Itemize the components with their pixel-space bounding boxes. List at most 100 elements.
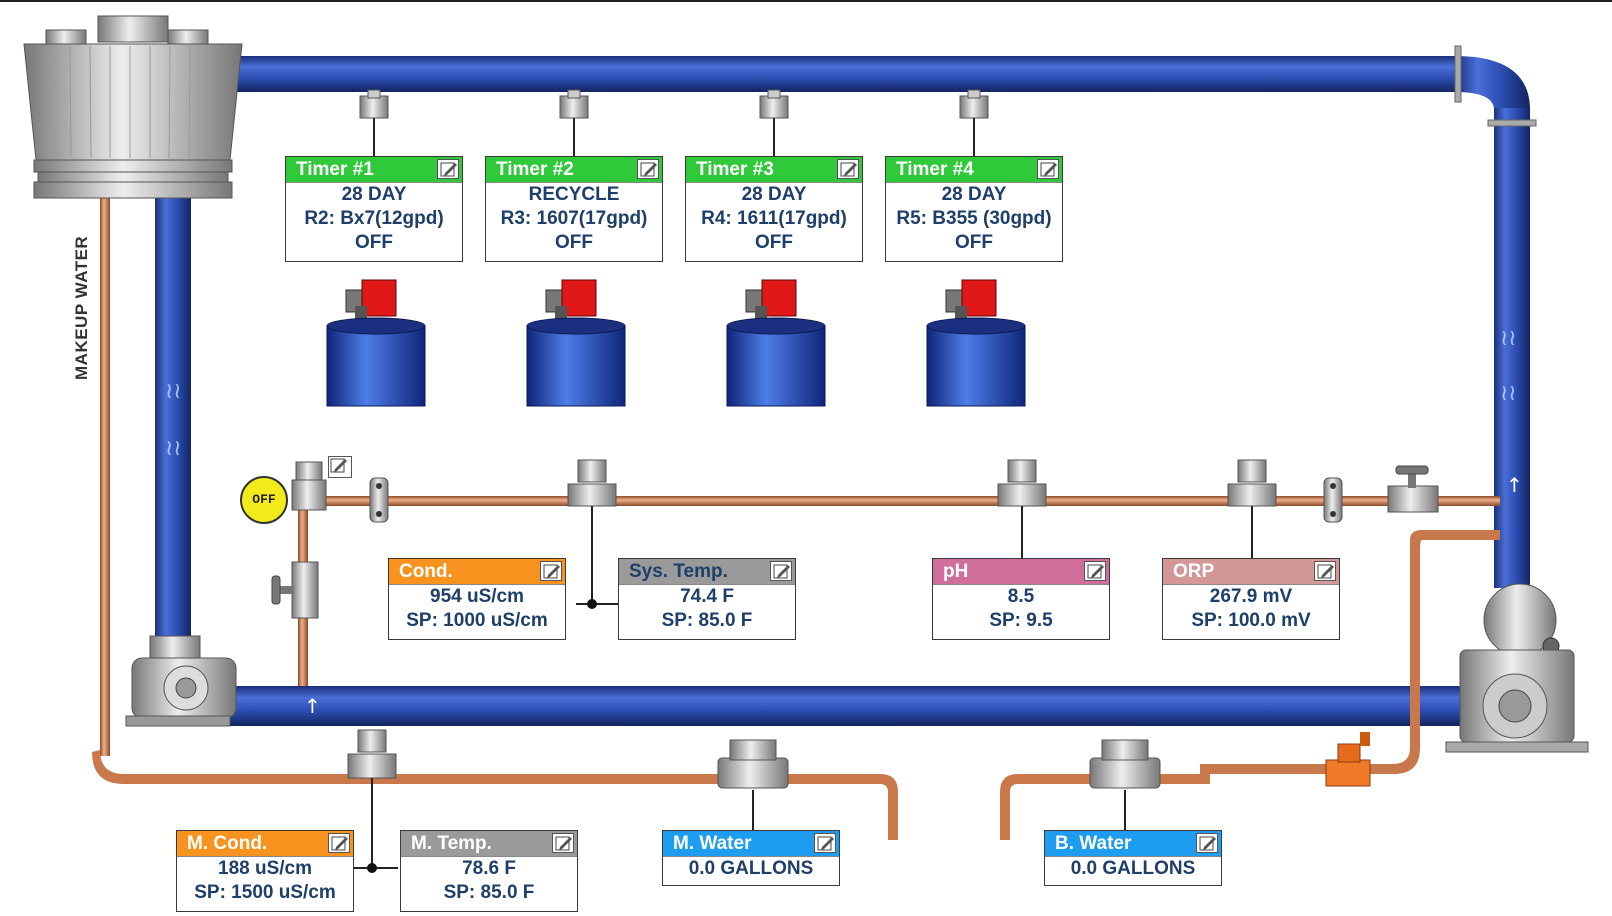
m-temp-panel: M. Temp. 78.6 F SP: 85.0 F [400,830,578,912]
makeup-water-label: MAKEUP WATER [66,200,96,380]
sensor-probe [1227,459,1277,566]
recirculation-pump [125,635,237,727]
injection-quill [559,89,589,158]
chemical-tank [726,317,826,407]
flow-wave-icon: ≀≀ [1500,326,1517,351]
hand-valve [1387,465,1439,513]
flow-wave-icon: ≀≀ [165,436,182,461]
edit-icon[interactable] [814,833,836,853]
cond-title: Cond. [399,561,453,582]
cond-header: Cond. [389,559,565,585]
injection-quill [959,89,989,158]
makeup-pipe [92,196,898,840]
sys-temp-title: Sys. Temp. [629,561,728,582]
edit-icon[interactable] [1084,561,1106,581]
pipe-clamp-icon [369,477,389,523]
injection-quill [359,89,389,158]
flow-arrow-icon: ↑ [1506,473,1523,497]
ph-setpoint: SP: 9.5 [989,610,1053,631]
orp-setpoint: SP: 100.0 mV [1191,610,1311,631]
timer-state: OFF [555,232,593,253]
edit-icon[interactable] [437,159,459,179]
orp-value: 267.9 mV [1209,586,1293,607]
sys-temp-value: 74.4 F [680,586,734,607]
edit-icon[interactable] [637,159,659,179]
timer-relay: R5: B355 (30gpd) [896,208,1052,229]
chemical-pump [545,279,597,320]
timer-title: Timer #2 [496,159,574,180]
makeup-water-text: MAKEUP WATER [72,235,91,380]
m-water-header: M. Water [663,831,839,857]
timer-mode: RECYCLE [528,184,620,205]
chemical-tank [526,317,626,407]
sys-temp-setpoint: SP: 85.0 F [661,610,753,631]
timer-state: OFF [955,232,993,253]
m-temp-value: 78.6 F [462,858,516,879]
sensor-probe [567,459,618,609]
m-water-panel: M. Water 0.0 GALLONS [662,830,840,886]
timer-relay: R4: 1611(17gpd) [701,208,847,229]
m-water-value: 0.0 GALLONS [688,858,814,879]
timer-header: Timer #4 [886,157,1062,183]
hand-valve [271,561,319,619]
edit-icon[interactable] [328,833,350,853]
edit-icon[interactable] [1196,833,1218,853]
edit-icon[interactable] [837,159,859,179]
timer-mode: 28 DAY [741,184,807,205]
edit-icon[interactable] [1314,561,1336,581]
sys-temp-header: Sys. Temp. [619,559,795,585]
flow-wave-icon: ≀≀ [165,379,182,404]
flow-meter-icon [1089,739,1161,832]
pipe-clamp-icon [1323,477,1343,523]
edit-icon[interactable] [1037,159,1059,179]
timer-title: Timer #1 [296,159,374,180]
timer-header: Timer #2 [486,157,662,183]
solenoid-valve [291,461,327,511]
edit-icon[interactable] [540,561,562,581]
m-cond-value: 188 uS/cm [218,858,312,879]
blowdown-valve [1325,732,1371,787]
timer-panel-2: Timer #2 RECYCLE R3: 1607(17gpd) OFF [485,156,663,262]
flow-wave-icon: ≀≀ [1500,381,1517,406]
recirculation-pump [1445,583,1589,753]
return-pipe [230,45,1537,588]
cond-setpoint: SP: 1000 uS/cm [406,610,548,631]
chemical-pump [945,279,997,320]
orp-header: ORP [1163,559,1339,585]
b-water-panel: B. Water 0.0 GALLONS [1044,830,1222,886]
b-water-title: B. Water [1055,833,1132,854]
timer-header: Timer #3 [686,157,862,183]
edit-icon[interactable] [552,833,574,853]
edit-icon[interactable] [770,561,792,581]
m-temp-setpoint: SP: 85.0 F [443,882,535,903]
off-button[interactable]: OFF [240,476,288,524]
m-cond-setpoint: SP: 1500 uS/cm [194,882,336,903]
timer-state: OFF [755,232,793,253]
cond-value: 954 uS/cm [430,586,524,607]
orp-title: ORP [1173,561,1215,582]
timer-mode: 28 DAY [341,184,407,205]
m-water-title: M. Water [673,833,752,854]
m-cond-panel: M. Cond. 188 uS/cm SP: 1500 uS/cm [176,830,354,912]
ph-header: pH [933,559,1109,585]
timer-mode: 28 DAY [941,184,1007,205]
timer-title: Timer #4 [896,159,974,180]
edit-icon[interactable] [328,456,352,478]
orp-panel: ORP 267.9 mV SP: 100.0 mV [1162,558,1340,640]
chemical-tank [326,317,426,407]
sys-temp-panel: Sys. Temp. 74.4 F SP: 85.0 F [618,558,796,640]
cond-panel: Cond. 954 uS/cm SP: 1000 uS/cm [388,558,566,640]
flow-meter-icon [717,739,789,832]
b-water-value: 0.0 GALLONS [1070,858,1196,879]
ph-title: pH [943,561,969,582]
timer-panel-4: Timer #4 28 DAY R5: B355 (30gpd) OFF [885,156,1063,262]
timer-title: Timer #3 [696,159,774,180]
m-temp-title: M. Temp. [411,833,492,854]
ph-panel: pH 8.5 SP: 9.5 [932,558,1110,640]
timer-header: Timer #1 [286,157,462,183]
chemical-pump [745,279,797,320]
cooling-tower [23,15,243,199]
supply-pipe [155,196,1527,726]
m-cond-title: M. Cond. [187,833,268,854]
